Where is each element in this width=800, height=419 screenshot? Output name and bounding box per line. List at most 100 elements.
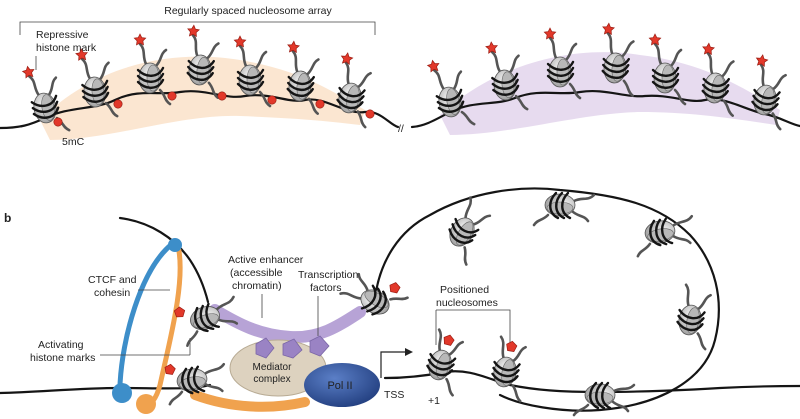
- tf-shape-1: [255, 337, 275, 359]
- dna-wrap: [360, 284, 377, 310]
- dna-wrap: [491, 72, 519, 84]
- dna-wrap: [561, 191, 572, 220]
- dna-wrap: [136, 72, 165, 83]
- dna-wrap: [30, 94, 58, 108]
- repressive-mark-label-line1: Repressive: [36, 29, 89, 41]
- histone-tail: [357, 272, 369, 293]
- nucleosome: [636, 214, 694, 258]
- histone-tail: [356, 110, 367, 129]
- histone-tail: [154, 48, 168, 68]
- histone-tail: [706, 51, 714, 76]
- histone-tail: [203, 382, 224, 393]
- pol-ii: [304, 363, 380, 407]
- dna-wrap: [181, 367, 194, 395]
- nucleosome: [572, 381, 636, 417]
- nucleosome: [339, 272, 409, 316]
- dna-wrap: [32, 106, 60, 119]
- histone-tail: [572, 193, 596, 203]
- histone-tail: [344, 61, 350, 85]
- dna-wrap: [287, 81, 315, 92]
- tf-shape-2: [282, 338, 303, 359]
- dna-wrap: [601, 381, 612, 410]
- dna-wrap: [549, 191, 560, 220]
- methylation-mark: [217, 91, 227, 101]
- histone-tail: [511, 345, 527, 363]
- activating-label-line1: Activating: [38, 339, 84, 351]
- histone-tail: [771, 73, 787, 91]
- activating-mark-icon: [389, 282, 401, 294]
- nucleosome: [485, 41, 529, 111]
- dna-wrap: [136, 78, 165, 89]
- histone-tail: [696, 332, 707, 351]
- histone-tail: [653, 42, 663, 66]
- tss-arrow-line: [380, 351, 405, 378]
- panel-a: Regularly spaced nucleosome array Repres…: [0, 5, 800, 148]
- nucleosome: [676, 283, 712, 351]
- dna-wrap: [337, 92, 365, 104]
- repressive-mark-icon: [340, 52, 354, 65]
- dna-upper-left: [118, 216, 210, 304]
- repressive-mark-icon: [133, 33, 147, 46]
- ctcf-bottom-anchor: [112, 383, 132, 403]
- dna-wrap: [236, 68, 265, 79]
- histone-tail: [205, 42, 220, 60]
- histone-tail: [463, 246, 468, 266]
- transcription-factors: [255, 335, 330, 359]
- dna-wrap: [676, 320, 704, 332]
- histone-tail: [168, 390, 184, 406]
- histone-tail: [490, 50, 502, 73]
- histone-tail: [669, 48, 683, 68]
- histone-tail: [570, 209, 590, 223]
- dna-wrap: [546, 72, 575, 83]
- dna-wrap: [546, 60, 575, 71]
- repressive-mark-label-line2: histone mark: [36, 42, 97, 54]
- methylation-label: 5mC: [62, 136, 85, 148]
- dna-wrap: [660, 217, 674, 245]
- histone-tail: [215, 295, 235, 311]
- activating-mark-icon: [506, 340, 518, 353]
- repressive-mark-icon: [21, 65, 35, 79]
- dna-wrap: [649, 219, 662, 247]
- dna-wrap: [651, 72, 680, 83]
- histone-tail: [203, 362, 226, 375]
- positioned-label-line2: nucleosomes: [436, 297, 498, 309]
- nucleosome: [543, 27, 582, 100]
- dna-wrap: [192, 365, 206, 393]
- histone-tail: [238, 44, 248, 68]
- dna-wrap: [436, 94, 464, 107]
- histone-tail: [98, 61, 110, 81]
- repressive-mark-icon: [602, 22, 615, 36]
- histone-tail: [636, 242, 652, 258]
- repressive-mark-icon: [75, 48, 88, 61]
- histone-tail: [684, 283, 690, 307]
- dna-wrap: [546, 66, 575, 77]
- dna-wrap: [81, 85, 109, 97]
- repressive-mark-icon: [287, 40, 300, 54]
- dna-wrap: [651, 78, 680, 89]
- histone-tail: [514, 94, 529, 111]
- tf-shape-3: [309, 335, 330, 357]
- histone-tail: [80, 57, 92, 80]
- nucleosome: [286, 40, 320, 115]
- array-title: Regularly spaced nucleosome array: [164, 5, 332, 17]
- nucleosome: [173, 295, 239, 347]
- dna-wrap: [752, 94, 780, 106]
- panel-b-nucleosomes: [164, 191, 712, 417]
- nucleosome: [164, 362, 226, 406]
- dna-wrap: [555, 191, 566, 220]
- histone-tail: [186, 330, 199, 347]
- dna-wrap: [492, 366, 520, 378]
- dna-wrap: [677, 314, 705, 326]
- enhancer-label-line2: (accessible: [230, 267, 283, 279]
- dna-wrap: [651, 66, 680, 77]
- nucleosome: [75, 48, 119, 118]
- nucleosome: [491, 335, 527, 403]
- dna-wrap: [491, 372, 519, 384]
- dna-wrap: [702, 77, 731, 88]
- dna-wrap: [136, 66, 165, 77]
- activating-mark-icon: [173, 306, 186, 318]
- ctcf-top-anchor: [168, 238, 182, 252]
- dna-wrap: [451, 223, 477, 239]
- dna-wrap: [437, 100, 465, 113]
- tf-label-line1: Transcription: [298, 269, 358, 281]
